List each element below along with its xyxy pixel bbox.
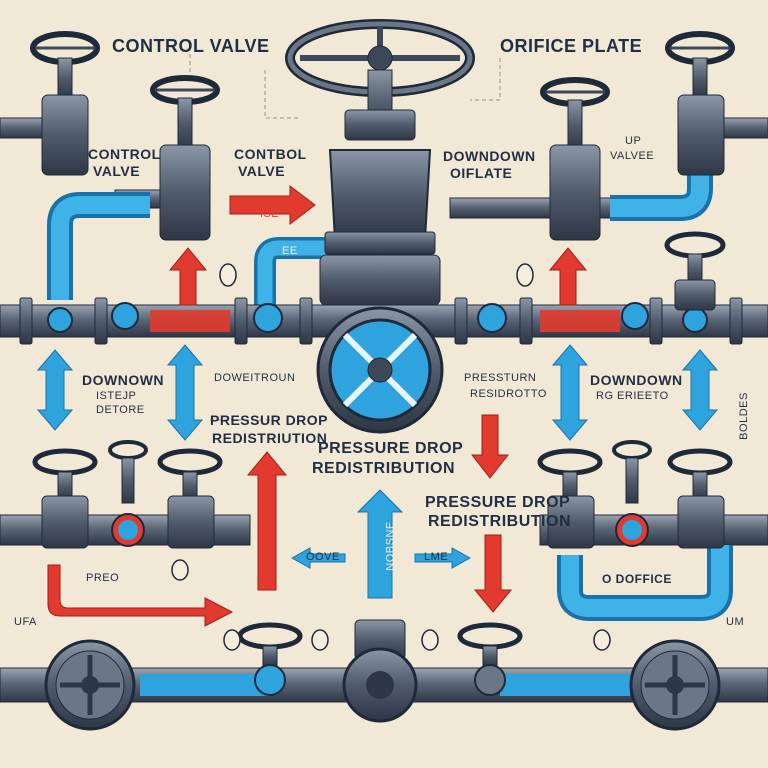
label-right-a2: OIFLATE xyxy=(450,165,513,181)
label-pd-right2: REDISTRIBUTION xyxy=(428,513,571,530)
valves-row2 xyxy=(32,440,733,549)
label-pd-center2: REDISTRIBUTION xyxy=(312,460,455,477)
blue-pipe-top-left xyxy=(47,192,150,300)
label-edge-right: UM xyxy=(726,616,745,628)
label-orifice-plate-top: ORIFICE PLATE xyxy=(500,36,643,56)
label-pd-left1: PRESSUR DROP xyxy=(210,412,329,428)
red-arrow-down-mid-right xyxy=(473,534,513,613)
bottom-wheel-left xyxy=(44,639,136,731)
label-mid-left3: DETORE xyxy=(96,404,145,416)
label-edge-left: UFA xyxy=(14,616,37,628)
valve-row1-right xyxy=(664,231,726,311)
label-bottom-right: O DOFFICE xyxy=(602,572,672,586)
red-arrow-up-mid-left xyxy=(246,451,288,591)
valve-top-left-1 xyxy=(30,31,100,176)
label-pill-left: ISE xyxy=(260,208,280,220)
red-arrow-up-left xyxy=(168,247,208,306)
label-mid-left2: ISTEJP xyxy=(96,390,137,402)
flanges-row1 xyxy=(19,297,743,345)
label-mid-right2: RG ERIEETO xyxy=(596,390,669,402)
label-bottom-left: PREO xyxy=(86,572,120,584)
label-right-b1: UP xyxy=(625,135,642,147)
red-arrows xyxy=(47,184,588,627)
red-arrow-down-mid-center xyxy=(470,414,510,479)
label-mid-center-right1: PRESSTURN xyxy=(464,372,537,384)
gauges-row1 xyxy=(47,302,708,333)
label-mid-right1: DOWNDOWN xyxy=(590,372,683,388)
label-right-a1: DOWNDOWN xyxy=(443,148,536,164)
label-center-a1: CONTBOL xyxy=(234,146,307,162)
label-mid-left1: DOWNOWN xyxy=(82,372,165,388)
label-mid-center-right2: RESIDROTTO xyxy=(470,388,547,400)
red-arrow-right-top xyxy=(229,184,316,226)
guide-lines xyxy=(189,40,501,421)
label-pd-center1: PRESSURE DROP xyxy=(318,440,464,457)
bottom-wheel-right xyxy=(629,639,721,731)
label-bottom-center-left: OOVE xyxy=(306,551,340,563)
label-pd-left2: REDISTRIUTION xyxy=(212,430,328,446)
valve-top-right-2 xyxy=(665,31,735,176)
label-pill-center: EE xyxy=(282,245,298,257)
label-left-a1: CONTROL xyxy=(88,146,161,162)
label-mid-center-left: DOWEITROUN xyxy=(214,372,296,384)
central-gate-valve xyxy=(285,19,475,434)
label-center-a2: VALVE xyxy=(238,163,286,179)
blue-arrows xyxy=(36,344,719,599)
label-bottom-center-right: LME xyxy=(424,551,449,563)
red-arrow-up-right xyxy=(548,247,588,306)
label-control-valve-top: CONTROL VALVE xyxy=(112,36,270,56)
label-vertical-right: BOLDES xyxy=(737,392,750,440)
label-right-b2: VALVEE xyxy=(610,150,655,162)
valve-top-right-1 xyxy=(540,77,610,241)
annotation-markers xyxy=(171,263,611,651)
valve-top-left-2 xyxy=(150,75,220,241)
red-arrow-bottom-left xyxy=(47,564,234,627)
label-pd-right1: PRESSURE DROP xyxy=(425,494,571,511)
label-vertical-center: NOBSNE xyxy=(384,521,397,571)
label-left-a2: VALVE xyxy=(93,163,141,179)
bottom-wheel-center xyxy=(342,619,418,723)
